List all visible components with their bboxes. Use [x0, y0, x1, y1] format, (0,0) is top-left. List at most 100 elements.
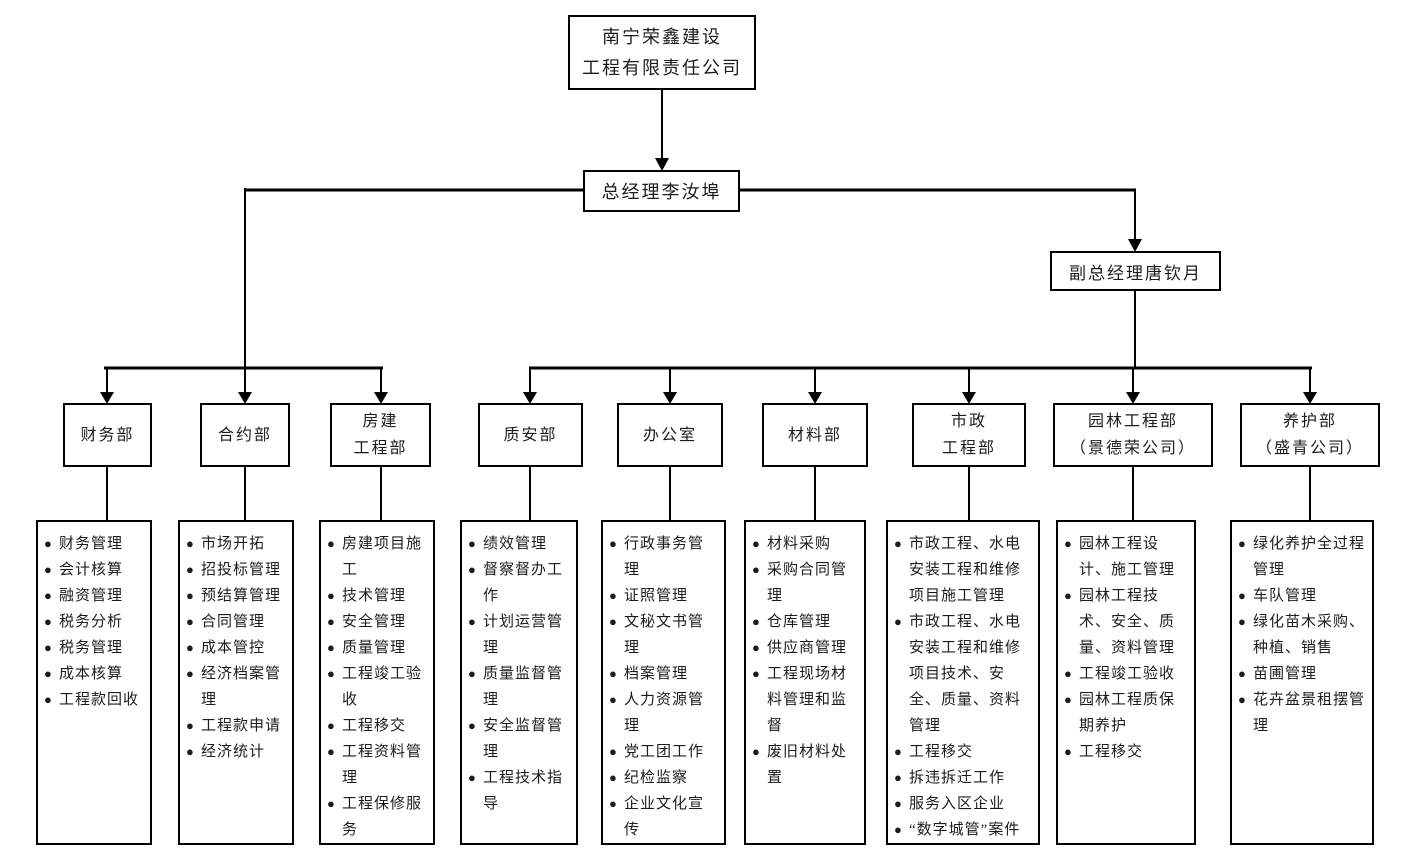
bullet-icon: ●: [1064, 588, 1073, 603]
duty-item: ●废旧材料处置: [752, 739, 859, 791]
duty-list-quality-safety: ●绩效管理●督察督办工作●计划运营管理●质量监督管理●安全监督管理●工程技术指导: [460, 520, 578, 845]
dept-label: 质安部: [503, 426, 558, 444]
duty-text: 督察督办工作: [483, 562, 564, 604]
duty-item: ●园林工程设计、施工管理: [1064, 531, 1189, 583]
bullet-icon: ●: [468, 770, 477, 785]
bullet-icon: ●: [1238, 536, 1247, 551]
duty-item: ●材料采购: [752, 531, 859, 557]
bullet-icon: ●: [1064, 536, 1073, 551]
dept-box-quality-safety: 质安部: [478, 403, 583, 467]
duty-text: 成本核算: [59, 666, 124, 682]
duty-item: ●拆违拆迁工作: [894, 765, 1033, 791]
duty-item: ●工程竣工验收: [1064, 661, 1189, 687]
duty-text: 采购合同管理: [767, 562, 848, 604]
duty-text: 服务入区企业: [909, 796, 1006, 812]
duty-list-housing-construction: ●房建项目施工●技术管理●安全管理●质量管理●工程竣工验收●工程移交●工程资料管…: [319, 520, 435, 845]
duty-text: 工程保修服务: [342, 796, 423, 838]
duty-item: ●经济统计: [186, 739, 287, 765]
duty-item: ●合同管理: [186, 609, 287, 635]
duty-item: ●质量监督管理: [468, 661, 571, 713]
dept-label: 养护部 （盛青公司）: [1255, 413, 1364, 457]
duty-item: ●花卉盆景租摆管理: [1238, 687, 1367, 739]
duty-item: ● 服务入区企业: [894, 791, 1033, 817]
duty-item: ●税务分析: [44, 609, 145, 635]
dept-box-maintenance: 养护部 （盛青公司）: [1240, 403, 1380, 467]
bullet-icon: ●: [894, 770, 903, 785]
bullet-icon: ●: [186, 744, 195, 759]
duty-item: ●税务管理: [44, 635, 145, 661]
duty-text: 绿化养护全过程管理: [1253, 536, 1366, 578]
duty-item: ●仓库管理: [752, 609, 859, 635]
bullet-icon: ●: [468, 666, 477, 681]
duty-item: ●市政工程、水电安装工程和维修项目施工管理: [894, 531, 1033, 609]
duty-text: 行政事务管理: [624, 536, 705, 578]
duty-text: 工程款申请: [201, 718, 282, 734]
duty-text: 园林工程质保期养护: [1079, 692, 1176, 734]
bullet-icon: ●: [44, 640, 53, 655]
duty-text: 市场开拓: [201, 536, 266, 552]
dept-label: 材料部: [787, 426, 842, 444]
bullet-icon: ●: [1238, 614, 1247, 629]
bullet-icon: ●: [186, 718, 195, 733]
deputy-general-manager-box: 副总经理唐钦月: [1050, 251, 1221, 291]
dept-label: 房建 工程部: [353, 413, 408, 457]
dept-box-landscape-engineering: 园林工程部 （景德荣公司）: [1053, 403, 1213, 467]
duty-text: 工程技术指导: [483, 770, 564, 812]
general-manager-label: 总经理李汝埠: [601, 182, 722, 202]
duty-item: ●融资管理: [44, 583, 145, 609]
bullet-icon: ●: [186, 640, 195, 655]
duty-item: ●工程竣工验收: [327, 661, 428, 713]
duty-item: ●督察督办工作: [468, 557, 571, 609]
duty-item: ●安全监督管理: [468, 713, 571, 765]
duty-item: ●工程款回收: [44, 687, 145, 713]
duty-item: ●纪检监察: [609, 765, 719, 791]
duty-item: ●证照管理: [609, 583, 719, 609]
duty-text: 房建项目施工: [342, 536, 423, 578]
bullet-icon: ●: [1238, 666, 1247, 681]
bullet-icon: ●: [894, 614, 903, 629]
bullet-icon: ●: [1064, 666, 1073, 681]
duty-item: ●市政工程、水电安装工程和维修项目技术、安全、质量、资料管理: [894, 609, 1033, 739]
duty-text: 招投标管理: [201, 562, 282, 578]
duty-item: ● 招投标管理: [186, 557, 287, 583]
duty-item: ● 工程技术指导: [468, 765, 571, 817]
duty-text: 市政工程、水电安装工程和维修项目施工管理: [909, 536, 1022, 604]
bullet-icon: ●: [609, 770, 618, 785]
bullet-icon: ●: [327, 614, 336, 629]
bullet-icon: ●: [894, 796, 903, 811]
duty-item: ●会计核算: [44, 557, 145, 583]
bullet-icon: ●: [186, 666, 195, 681]
duty-item: ●档案管理: [609, 661, 719, 687]
bullet-icon: ●: [327, 666, 336, 681]
duty-item: ●人力资源管理: [609, 687, 719, 739]
bullet-icon: ●: [468, 536, 477, 551]
bullet-icon: ●: [1064, 692, 1073, 707]
bullet-icon: ●: [186, 562, 195, 577]
duty-list-office: ●行政事务管理●证照管理●文秘文书管理●档案管理●人力资源管理●党工团工作●纪检…: [601, 520, 726, 845]
duty-item: ●工程移交: [894, 739, 1033, 765]
bullet-icon: ●: [1238, 588, 1247, 603]
duty-text: 成本管控: [201, 640, 266, 656]
duty-text: 财务管理: [59, 536, 124, 552]
dept-box-finance: 财务部: [63, 403, 152, 467]
duty-item: ●党工团工作: [609, 739, 719, 765]
duty-text: 税务分析: [59, 614, 124, 630]
duty-text: 花卉盆景租摆管理: [1253, 692, 1366, 734]
dept-box-municipal-engineering: 市政 工程部: [912, 403, 1026, 467]
bullet-icon: ●: [327, 640, 336, 655]
duty-list-landscape-engineering: ●园林工程设计、施工管理●园林工程技术、安全、质量、资料管理●工程竣工验收●园林…: [1056, 520, 1196, 845]
bullet-icon: ●: [327, 744, 336, 759]
dept-box-contract: 合约部: [200, 403, 290, 467]
duty-text: 人力资源管理: [624, 692, 705, 734]
duty-text: 工程移交: [1079, 744, 1144, 760]
duty-text: 质量管理: [342, 640, 407, 656]
duty-text: 经济档案管理: [201, 666, 282, 708]
bullet-icon: ●: [44, 536, 53, 551]
bullet-icon: ●: [609, 666, 618, 681]
duty-item: ●车队管理: [1238, 583, 1367, 609]
bullet-icon: ●: [609, 536, 618, 551]
duty-text: 材料采购: [767, 536, 832, 552]
duty-text: 工程资料管理: [342, 744, 423, 786]
bullet-icon: ●: [894, 744, 903, 759]
duty-item: ●绿化苗木采购、种植、销售: [1238, 609, 1367, 661]
